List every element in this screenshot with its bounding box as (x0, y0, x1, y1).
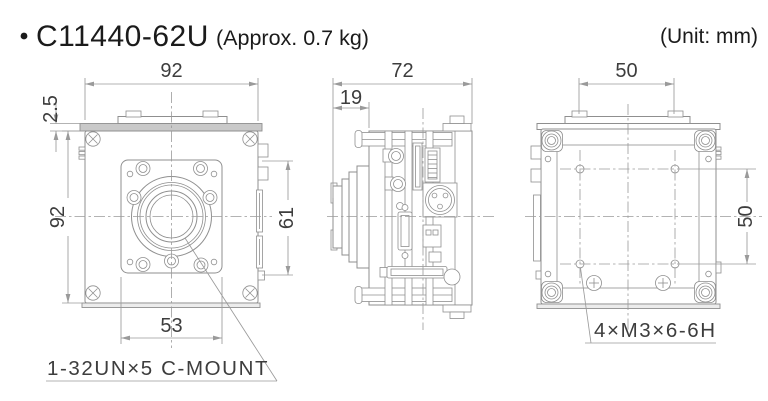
dim-value: 53 (160, 315, 182, 337)
screw-icon (193, 161, 208, 176)
dim-lens-depth-19: 19 (333, 87, 370, 128)
dim-width-92: 92 (84, 60, 259, 121)
top-rail-back (536, 110, 721, 130)
m3-callout: 4×M3×6-6H (580, 267, 717, 344)
screw-icon (135, 257, 151, 272)
screw-icon (242, 131, 258, 147)
c-mount-label: 1-32UN×5 C-MOUNT (47, 357, 269, 380)
screw-icon (126, 190, 142, 205)
screw-icon (694, 130, 716, 152)
dim-mount-span-53: 53 (120, 277, 223, 344)
top-rail (117, 110, 228, 124)
dim-value: 72 (391, 60, 413, 82)
model-number: C11440-62U (36, 20, 209, 53)
top-plate (79, 123, 263, 132)
dim-hole-span-top-50: 50 (578, 60, 675, 114)
screw-icon (655, 275, 671, 291)
back-view: 50 50 4×M3×6-6H (525, 60, 762, 344)
screw-icon (85, 131, 101, 147)
power-connector (422, 182, 458, 218)
dim-connector-span-61: 61 (262, 160, 298, 276)
corner-socket-screws (541, 130, 716, 303)
side-ribs (715, 146, 722, 274)
screw-icon (541, 281, 563, 303)
screw-icon (541, 130, 563, 152)
usb-connector (397, 204, 413, 259)
side-view: 72 19 (327, 60, 497, 330)
screw-icon (135, 161, 151, 176)
title-block: C11440-62U (Approx. 0.7 kg) (Unit: mm) (20, 20, 758, 53)
dim-top-plate-2-5: 2.5 (40, 95, 83, 152)
dim-value: 61 (276, 207, 298, 229)
corner-screws (85, 131, 258, 301)
screw-icon (694, 281, 716, 303)
dim-value: 19 (340, 87, 362, 109)
dim-value: 50 (735, 205, 757, 227)
right-edge-connectors (256, 143, 269, 281)
thumbscrews (382, 148, 406, 210)
screw-icon (242, 285, 258, 301)
front-view: 92 2.5 92 61 53 1-32UN (40, 60, 298, 382)
pin-header (424, 147, 441, 183)
left-edge-connectors (530, 145, 542, 280)
dim-depth-72: 72 (332, 60, 473, 198)
dim-height-92: 92 (47, 130, 82, 304)
dim-value: 2.5 (40, 95, 62, 123)
weight-note: (Approx. 0.7 kg) (216, 26, 369, 50)
bottom-plate (536, 303, 721, 309)
screw-icon (202, 190, 218, 205)
dim-hole-span-right-50: 50 (688, 168, 757, 265)
lens-flange (330, 165, 370, 269)
bottom-clamp (379, 266, 461, 286)
dim-value: 92 (47, 206, 69, 228)
screw-icon (586, 275, 602, 291)
dim-value: 92 (160, 60, 182, 82)
bottom-plate (81, 302, 261, 308)
mount-pin-holes (126, 170, 218, 266)
dim-value: 50 (615, 60, 637, 82)
bottom-screws (586, 275, 671, 291)
c-mount-callout: 1-32UN×5 C-MOUNT (46, 237, 278, 382)
screw-icon (164, 253, 179, 269)
bullet-icon (20, 32, 28, 40)
side-ribs (78, 146, 86, 160)
ribbon-connector-slot (415, 145, 421, 188)
panel-holes (544, 155, 712, 278)
m3-label: 4×M3×6-6H (594, 319, 717, 342)
unit-note: (Unit: mm) (660, 25, 758, 48)
hole-axis-lines (560, 150, 688, 285)
screw-icon (85, 285, 101, 301)
